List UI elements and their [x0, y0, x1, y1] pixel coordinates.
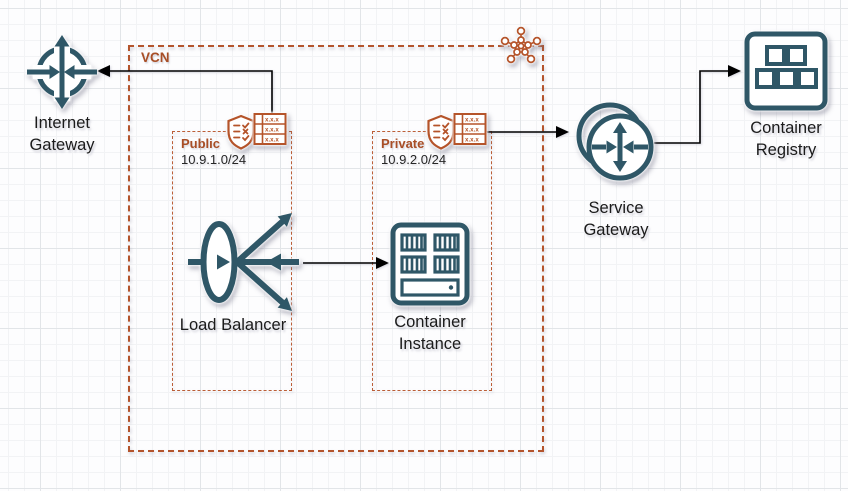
container-instance-label: Container Instance — [394, 313, 466, 353]
service-gateway-icon[interactable] — [570, 100, 662, 192]
service-gateway-label: Service Gateway — [583, 199, 649, 239]
container-registry-icon[interactable] — [744, 31, 828, 111]
container-registry-label: Container Registry — [750, 119, 822, 159]
security-list-shield-icon[interactable] — [426, 114, 456, 150]
route-table-icon[interactable]: x.x.x x.x.x x.x.x — [253, 112, 287, 146]
private-subnet-cidr: 10.9.2.0/24 — [381, 152, 447, 167]
container-instance-icon[interactable] — [390, 222, 470, 306]
vcn-label: VCN — [141, 50, 170, 65]
private-subnet-label: Private — [381, 136, 425, 151]
internet-gateway-icon[interactable] — [24, 34, 100, 110]
vcn-network-cluster-icon[interactable] — [500, 25, 542, 65]
svg-text:x.x.x: x.x.x — [465, 127, 479, 134]
edge-load-balancer-to-container-instance[interactable] — [303, 257, 389, 269]
route-table-icon[interactable]: x.x.x x.x.x x.x.x — [453, 112, 487, 146]
svg-text:x.x.x: x.x.x — [465, 137, 479, 144]
vcn-boundary[interactable] — [128, 45, 544, 452]
security-list-shield-icon[interactable] — [226, 114, 256, 150]
load-balancer-icon[interactable] — [186, 212, 304, 314]
svg-text:x.x.x: x.x.x — [265, 137, 279, 144]
svg-text:x.x.x: x.x.x — [265, 127, 279, 134]
internet-gateway-label: Internet Gateway — [29, 114, 95, 154]
public-subnet-label: Public — [181, 136, 221, 151]
edge-public-routetable-to-internet-gateway[interactable] — [97, 65, 273, 114]
edge-service-gateway-to-container-registry[interactable] — [654, 65, 741, 144]
public-subnet-text: Public 10.9.1.0/24 — [181, 136, 246, 168]
load-balancer-label: Load Balancer — [179, 316, 287, 334]
svg-text:x.x.x: x.x.x — [465, 117, 479, 124]
svg-text:x.x.x: x.x.x — [265, 117, 279, 124]
private-subnet-text: Private 10.9.2.0/24 — [381, 136, 446, 168]
public-subnet-cidr: 10.9.1.0/24 — [181, 152, 247, 167]
edge-private-routetable-to-service-gateway[interactable] — [487, 126, 569, 138]
